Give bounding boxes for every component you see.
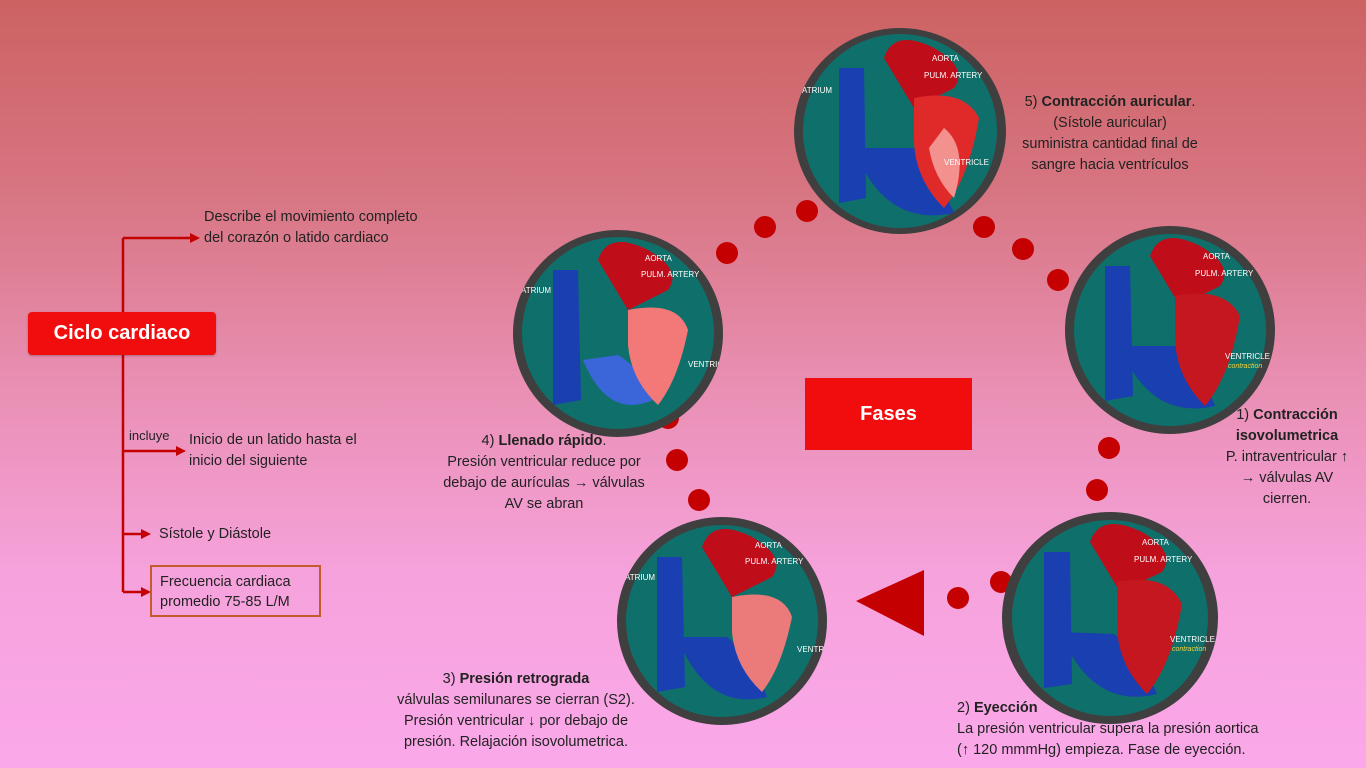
heart-illustration: AORTA PULM. ARTERY VENTRICLE contraction <box>1002 512 1218 724</box>
phase-line: Presión ventricular ↓ por debajo de <box>403 713 629 729</box>
atrium-label: ATRIUM <box>802 86 832 95</box>
pulm-label: PULM. ARTERY <box>641 270 700 279</box>
heart-illustration: AORTA PULM. ARTERY ATRIUM VENTRICLE <box>617 517 827 725</box>
aorta-label: AORTA <box>1142 538 1169 547</box>
phase-number: 2) <box>957 700 970 716</box>
phase-line: cierren. <box>1262 491 1312 507</box>
branch-describe: Describe el movimiento completo del cora… <box>204 209 418 246</box>
phase-3-caption: 3) Presión retrograda válvulas semilunar… <box>380 669 652 753</box>
branch-types: Sístole y Diástole <box>159 526 272 542</box>
aorta-label: AORTA <box>755 541 782 550</box>
center-node: Fases <box>805 378 972 450</box>
phase-2-caption: 2) Eyección La presión ventricular super… <box>957 698 1287 761</box>
branch-includes-label: incluye <box>129 428 170 443</box>
phase-title: Presión retrograda <box>459 671 590 687</box>
branch-frequency: Frecuencia cardiaca promedio 75-85 L/M <box>150 565 321 617</box>
atrium-label: ATRIUM <box>521 286 551 295</box>
atrium-label: ATRIUM <box>625 573 655 582</box>
phase-line: P. intraventricular ↑ <box>1225 449 1349 465</box>
phase-line: debajo de aurículas → válvulas <box>443 475 645 491</box>
pulm-label: PULM. ARTERY <box>1134 555 1193 564</box>
aorta-label: AORTA <box>932 54 959 63</box>
phase-line: sangre hacia ventrículos <box>1031 157 1189 173</box>
ventricle-label: VENTRICLE <box>1170 635 1215 644</box>
contraction-label: contraction <box>1172 646 1206 653</box>
phase-number: 3) <box>442 671 456 687</box>
heart-illustration: AORTA PULM. ARTERY ATRIUM VENTRICLE <box>513 230 723 437</box>
phase-line: → válvulas AV <box>1240 470 1334 486</box>
phase-line: La presión ventricular supera la presión… <box>957 721 1259 737</box>
phase-line: Presión ventricular reduce por <box>447 454 641 470</box>
branch-includes: Inicio de un latido hasta el inicio del … <box>189 432 357 469</box>
heart-illustration: AORTA PULM. ARTERY ATRIUM VENTRICLE <box>794 28 1006 234</box>
phase-line: válvulas semilunares se cierran (S2). <box>397 692 635 708</box>
phase-dots <box>657 200 1120 609</box>
phase-5-caption: 5) Contracción auricular. (Sístole auric… <box>1010 92 1210 176</box>
phase-line: (Sístole auricular) <box>1053 115 1167 131</box>
ventricle-label: VENTRICLE <box>944 158 989 167</box>
direction-arrow <box>856 570 924 636</box>
phase-number: 4) <box>481 433 495 449</box>
phase-line: presión. Relajación isovolumetrica. <box>403 734 629 750</box>
phase-line: AV se abran <box>504 496 584 512</box>
phase-title: Contracción auricular <box>1041 94 1192 110</box>
pulm-label: PULM. ARTERY <box>745 557 804 566</box>
phase-line: (↑ 120 mmmHg) empieza. Fase de eyección. <box>957 742 1246 758</box>
phase-line: suministra cantidad final de <box>1022 136 1198 152</box>
pulm-label: PULM. ARTERY <box>924 71 983 80</box>
ventricle-label: VENTRICLE <box>797 645 827 654</box>
phase-title: Llenado rápido <box>498 433 603 449</box>
aorta-label: AORTA <box>645 254 672 263</box>
phase-1-caption: 1) Contracción isovolumetrica P. intrave… <box>1212 405 1362 510</box>
aorta-label: AORTA <box>1203 252 1230 261</box>
phase-number: 1) <box>1236 407 1250 423</box>
phase-number: 5) <box>1024 94 1038 110</box>
root-node: Ciclo cardiaco <box>28 312 216 355</box>
pulm-label: PULM. ARTERY <box>1195 269 1254 278</box>
phase-title: Eyección <box>973 700 1038 716</box>
phase-4-caption: 4) Llenado rápido. Presión ventricular r… <box>425 431 663 515</box>
heart-illustration: AORTA PULM. ARTERY VENTRICLE contraction <box>1065 226 1275 434</box>
ventricle-label: VENTRICLE <box>688 360 723 369</box>
phase-title: Contracción isovolumetrica <box>1235 407 1339 444</box>
contraction-label: contraction <box>1228 363 1262 370</box>
ventricle-label: VENTRICLE <box>1225 352 1270 361</box>
